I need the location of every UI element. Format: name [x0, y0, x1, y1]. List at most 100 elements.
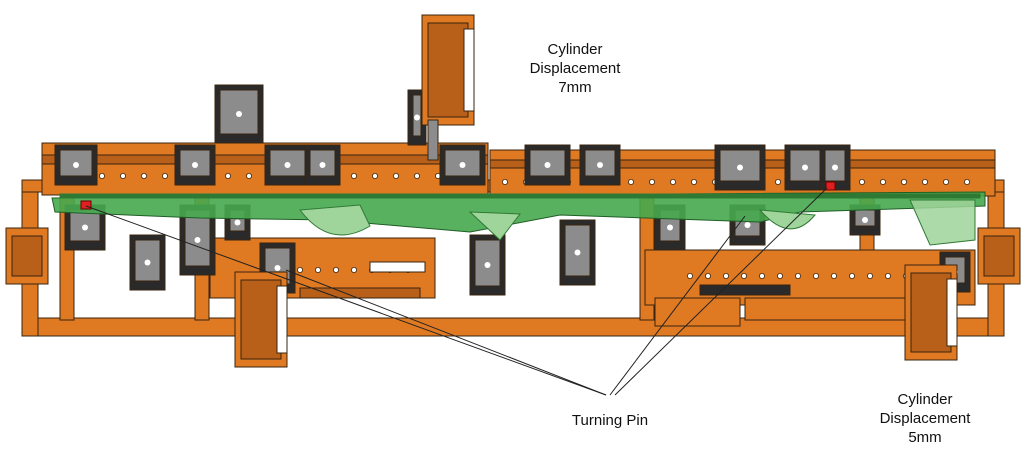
clamp-bolt — [484, 262, 491, 268]
clamp-bolt — [274, 265, 281, 271]
workpiece-lobe — [758, 209, 816, 230]
bottom-beam — [21, 317, 1005, 337]
cylinder-icon-port — [276, 285, 288, 354]
plate-rib-dark — [699, 284, 791, 296]
rail-hole — [161, 172, 168, 179]
clamp-bolt — [319, 162, 326, 168]
label-line: Turning Pin — [571, 412, 649, 429]
label-line: Cylinder — [547, 41, 603, 58]
rail-hole — [392, 172, 399, 179]
clamp-bolt — [544, 162, 551, 168]
cylinders — [234, 14, 958, 368]
rail-hole — [922, 178, 929, 185]
plate-hole — [867, 272, 874, 279]
right-end-bracket-inner — [983, 235, 1015, 277]
rail-hole — [670, 178, 677, 185]
workpiece-lobe — [299, 204, 371, 236]
workpiece-body — [51, 191, 986, 233]
turning-pins — [80, 181, 836, 210]
plate-hole — [332, 266, 339, 273]
plate-hole — [723, 272, 730, 279]
clamp-bolt — [73, 162, 79, 168]
cylinder-icon-port — [463, 28, 475, 112]
workpiece-lobe — [468, 211, 521, 241]
rail-hole — [350, 172, 357, 179]
cylinder-displacement-7mm-label: Cylinder Displacement 7mm — [510, 40, 640, 97]
workpiece-edge — [59, 193, 981, 199]
clamp-bolt — [597, 162, 603, 168]
leader-line — [85, 205, 607, 396]
plate-hole — [350, 266, 357, 273]
rail-hole — [943, 178, 950, 185]
rail-hole — [140, 172, 147, 179]
turning-pin-icon — [80, 200, 92, 210]
plate-slot — [369, 261, 426, 273]
clamp-bolt — [234, 219, 241, 226]
clamp-bolt — [284, 162, 291, 168]
leader-line — [285, 269, 607, 396]
rail-hole — [120, 172, 127, 179]
left-end-bracket-inner — [11, 235, 43, 277]
clamp-bolt — [194, 237, 201, 243]
rail-hole — [245, 172, 252, 179]
clamp-bolt — [236, 111, 242, 117]
clamp-bolt — [667, 224, 673, 231]
green-workpiece — [51, 191, 986, 246]
clamp-bolt — [744, 222, 751, 228]
clamp-bolt — [737, 164, 743, 171]
turning-pin-label: Turning Pin — [540, 411, 680, 430]
rail-hole — [371, 172, 378, 179]
clamp-bolt — [144, 259, 151, 266]
plate-hole — [813, 272, 820, 279]
cylinder-icon-inner — [240, 279, 282, 360]
plate-rib — [299, 287, 421, 299]
rail-hole — [775, 178, 782, 185]
rail-hole — [859, 178, 866, 185]
label-line: 5mm — [908, 429, 942, 446]
clamp-bolt — [862, 217, 868, 223]
rail-hole — [413, 172, 420, 179]
rail-hole — [691, 178, 698, 185]
plate-hole — [795, 272, 802, 279]
plate-hole — [759, 272, 766, 279]
rail-hole — [224, 172, 231, 179]
leader-line — [614, 187, 828, 396]
cylinder-icon-inner — [910, 272, 952, 353]
plate-hole — [741, 272, 748, 279]
lower-plate-foot — [744, 297, 906, 321]
rail-hole — [880, 178, 887, 185]
workpiece-end — [909, 199, 976, 246]
rail-hole — [964, 178, 971, 185]
label-line: 7mm — [558, 79, 592, 96]
plate-hole — [831, 272, 838, 279]
leader-lines — [85, 187, 828, 396]
cylinder-icon-inner — [427, 22, 469, 118]
plate-hole — [885, 272, 892, 279]
label-line: Cylinder — [897, 391, 953, 408]
rail-hole — [628, 178, 635, 185]
rail-hole — [501, 178, 508, 185]
plate-hole — [687, 272, 694, 279]
clamp-bolt — [192, 162, 198, 168]
clamp-bolt — [82, 224, 88, 231]
turning-pin-icon — [825, 181, 836, 191]
plate-hole — [314, 266, 321, 273]
rail-hole — [901, 178, 908, 185]
plate-hole — [296, 266, 303, 273]
rail-hole — [649, 178, 656, 185]
clamp-bolt — [832, 164, 838, 171]
plate-hole — [777, 272, 784, 279]
cylinder-icon-port — [946, 278, 958, 347]
clamp-bolt — [574, 249, 581, 256]
leader-line — [609, 215, 746, 396]
label-line: Displacement — [879, 410, 971, 427]
clamp-body — [59, 149, 93, 177]
plate-hole — [705, 272, 712, 279]
clamp-bolt — [459, 162, 466, 168]
clamp-body — [69, 209, 101, 242]
rail-hole — [99, 172, 106, 179]
clamp-bolt — [802, 164, 808, 171]
lower-plate-foot — [654, 297, 741, 327]
